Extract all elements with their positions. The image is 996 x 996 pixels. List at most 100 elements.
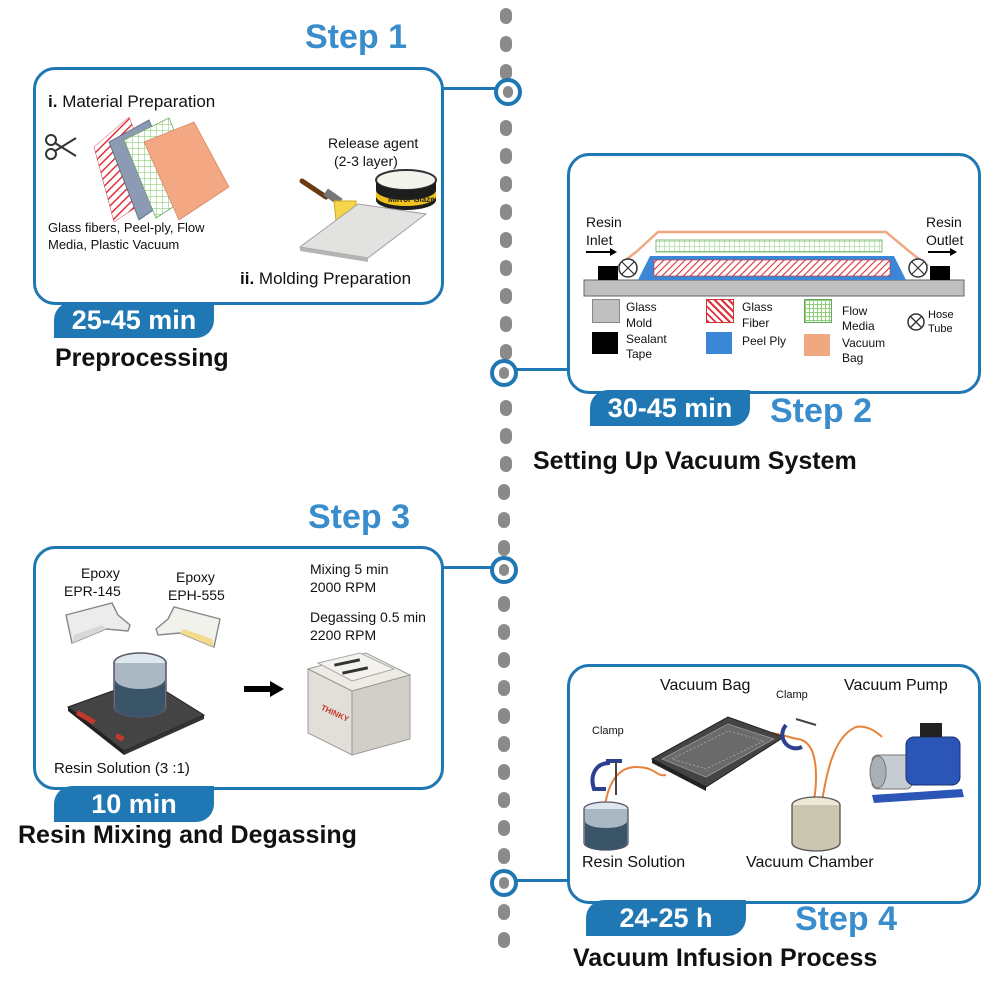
legend-label-glass-mold-1: Glass	[626, 300, 657, 314]
resin-solution-label: Resin Solution	[582, 854, 686, 871]
legend-label-sealant-2: Tape	[626, 347, 653, 361]
legend-label-flow-media-1: Flow	[842, 304, 868, 318]
clamp-left-label: Clamp	[592, 725, 624, 737]
timeline-dot	[500, 204, 512, 220]
timeline-dot	[500, 316, 512, 332]
timeline-dot	[498, 848, 510, 864]
timeline-dot	[498, 736, 510, 752]
step4-panel: Vacuum Bag Vacuum Pump Clamp Clamp Resin	[567, 664, 981, 904]
vacuum-chamber-label: Vacuum Chamber	[746, 854, 874, 871]
timeline-node-step1	[494, 78, 522, 106]
step1-caption: Preprocessing	[55, 344, 229, 372]
timeline-dot	[500, 232, 512, 248]
step4-title: Step 4	[795, 900, 898, 938]
timeline-node-step2	[490, 359, 518, 387]
connector-step4	[516, 879, 570, 882]
epoxy2-label-line1: Epoxy	[176, 569, 215, 585]
epoxy1-label-line2: EPR-145	[64, 583, 121, 599]
legend-swatch-glass-fiber	[706, 299, 734, 323]
timeline-node-step4	[490, 869, 518, 897]
materials-list-line2: Media, Plastic Vacuum	[48, 237, 180, 252]
step3-title: Step 3	[308, 498, 411, 536]
material-prep-heading: i. Material Preparation	[48, 92, 216, 111]
epoxy2-label-line2: EPH-555	[168, 587, 225, 603]
timeline-dot	[498, 624, 510, 640]
step1-title: Step 1	[305, 18, 408, 56]
timeline-node-step3	[490, 556, 518, 584]
legend-label-peel-ply: Peel Ply	[742, 334, 787, 348]
step3-panel: Epoxy EPR-145 Epoxy EPH-555 Resin Soluti…	[33, 546, 444, 790]
timeline-dot	[500, 288, 512, 304]
step2-panel: Resin Inlet Resin Outlet	[567, 153, 981, 394]
step2-caption: Setting Up Vacuum System	[533, 447, 857, 475]
connector-step2	[516, 368, 570, 371]
resin-outlet-label-line1: Resin	[926, 214, 962, 230]
resin-solution-ratio: Resin Solution (3 :1)	[54, 760, 190, 777]
right-arrow-icon	[244, 681, 284, 697]
timeline-dot	[498, 596, 510, 612]
step1-time-badge: 25-45 min	[54, 302, 214, 338]
vacuum-pump-label: Vacuum Pump	[844, 677, 948, 694]
epoxy1-label-line1: Epoxy	[81, 565, 120, 581]
timeline-dot	[498, 764, 510, 780]
legend-swatch-vacuum-bag	[804, 334, 830, 356]
step3-caption: Resin Mixing and Degassing	[18, 821, 357, 849]
epoxy-flask-left	[65, 602, 131, 644]
step2-title: Step 2	[770, 392, 873, 430]
timeline-dot	[498, 680, 510, 696]
legend-label-vacuum-bag-1: Vacuum	[842, 336, 886, 350]
hose-tube-icon	[907, 313, 925, 331]
timeline-dot	[498, 820, 510, 836]
timeline-dot	[498, 708, 510, 724]
glass-plate-illustration	[298, 203, 428, 262]
timeline-dot	[500, 8, 512, 24]
epoxy-flask-right	[155, 606, 221, 648]
vacuum-bag-label: Vacuum Bag	[660, 677, 751, 694]
timeline-dot	[498, 540, 510, 556]
release-agent-label: Release agent	[328, 135, 419, 151]
jar-label: Mirror Glaze	[388, 195, 435, 204]
scissors-icon	[45, 134, 77, 160]
timeline-dot	[498, 652, 510, 668]
timeline-dot	[500, 400, 512, 416]
step4-caption: Vacuum Infusion Process	[573, 944, 878, 972]
materials-list-line1: Glass fibers, Peel-ply, Flow	[48, 220, 205, 235]
timeline-dot	[500, 344, 512, 360]
vacuum-layup-diagram	[583, 230, 965, 297]
legend-swatch-glass-mold	[592, 299, 620, 323]
mixing-rpm: 2000 RPM	[310, 579, 377, 595]
legend-label-hose-1: Hose	[928, 309, 954, 321]
scale-with-beaker	[66, 652, 206, 755]
connector-step3	[440, 566, 492, 569]
timeline-dot	[500, 428, 512, 444]
connector-step1	[440, 87, 496, 90]
legend-label-sealant-1: Sealant	[626, 332, 667, 346]
timeline-dot	[498, 512, 510, 528]
timeline-dot	[500, 176, 512, 192]
step1-panel: i. Material Preparation Glass fibers, Pe…	[33, 67, 444, 305]
legend-swatch-flow-media	[804, 299, 832, 323]
legend-swatch-peel-ply	[706, 332, 732, 354]
legend-label-flow-media-2: Media	[842, 319, 875, 333]
legend-swatch-sealant-tape	[592, 332, 618, 354]
resin-outlet-label-line2: Outlet	[926, 232, 964, 248]
clamp-right-label: Clamp	[776, 689, 808, 701]
timeline-dot	[500, 36, 512, 52]
thinky-mixer-illustration	[306, 652, 412, 756]
degassing-rpm: 2200 RPM	[310, 627, 377, 643]
legend-label-hose-2: Tube	[928, 323, 953, 335]
step4-time-badge: 24-25 h	[586, 900, 746, 936]
timeline-dot	[500, 120, 512, 136]
legend-label-glass-fiber-2: Fiber	[742, 316, 770, 330]
timeline-dot	[500, 456, 512, 472]
molding-prep-heading: ii. Molding Preparation	[240, 269, 412, 288]
legend-label-glass-fiber-1: Glass	[742, 300, 773, 314]
mirror-glaze-jar	[375, 169, 437, 210]
step3-time-badge: 10 min	[54, 786, 214, 822]
timeline-dot	[498, 484, 510, 500]
mixing-time: Mixing 5 min	[310, 561, 389, 577]
step2-time-badge: 30-45 min	[590, 390, 750, 426]
release-agent-layers: (2-3 layer)	[334, 153, 398, 169]
timeline-dot	[500, 260, 512, 276]
timeline-dot	[498, 792, 510, 808]
